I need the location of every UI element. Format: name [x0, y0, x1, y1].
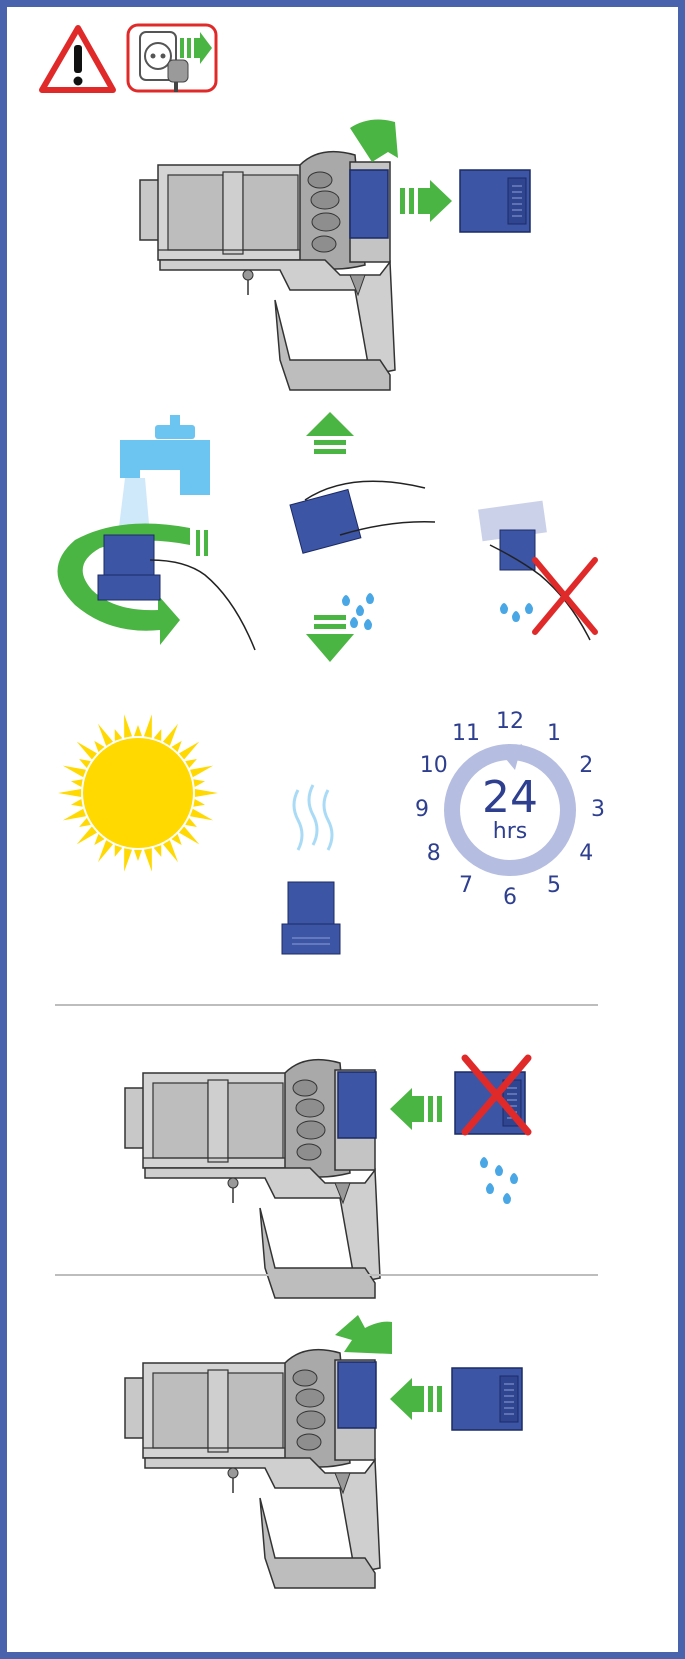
- vacuum-remove-filter: [140, 120, 530, 390]
- vacuum-no-wet-filter: [125, 1058, 528, 1298]
- heat-waves-icon: [294, 785, 332, 850]
- clock-hour-9: 9: [415, 797, 429, 822]
- filter-washing: [98, 535, 160, 600]
- clock-hour-2: 2: [579, 753, 593, 778]
- up-arrow-icon: [306, 412, 354, 454]
- warning-triangle-icon: [42, 28, 113, 90]
- clock-hour-4: 4: [579, 841, 593, 866]
- sun-icon: [58, 714, 218, 872]
- clock-hour-11: 11: [452, 721, 480, 746]
- clock-hour-10: 10: [420, 753, 448, 778]
- water-drops: [342, 593, 374, 630]
- remove-arrow-icon: [400, 180, 452, 222]
- do-not-wring: [478, 501, 595, 640]
- clock-hour-3: 3: [591, 797, 605, 822]
- twist-arrow-icon-2: [335, 1315, 392, 1354]
- prohibited-cross-icon: [535, 560, 595, 632]
- filter-removed: [460, 170, 530, 232]
- twist-arrow-icon: [350, 120, 398, 162]
- clock-hour-8: 8: [427, 841, 441, 866]
- clock-hour-12: 12: [496, 709, 524, 734]
- down-arrow-icon: [306, 615, 354, 662]
- clock-hour-5: 5: [547, 873, 561, 898]
- vacuum-refit-filter: [125, 1315, 522, 1588]
- filter-in-place: [350, 170, 388, 238]
- clock-hour-6: 6: [503, 885, 517, 910]
- filter-drying: [282, 882, 340, 954]
- clock-hour-7: 7: [459, 873, 473, 898]
- clock-hour-1: 1: [547, 721, 561, 746]
- clock-duration-value: 24: [482, 772, 538, 823]
- filter-shaking: [290, 489, 361, 553]
- clock-duration-unit: hrs: [493, 819, 527, 844]
- unplug-from-socket-icon: [128, 25, 216, 92]
